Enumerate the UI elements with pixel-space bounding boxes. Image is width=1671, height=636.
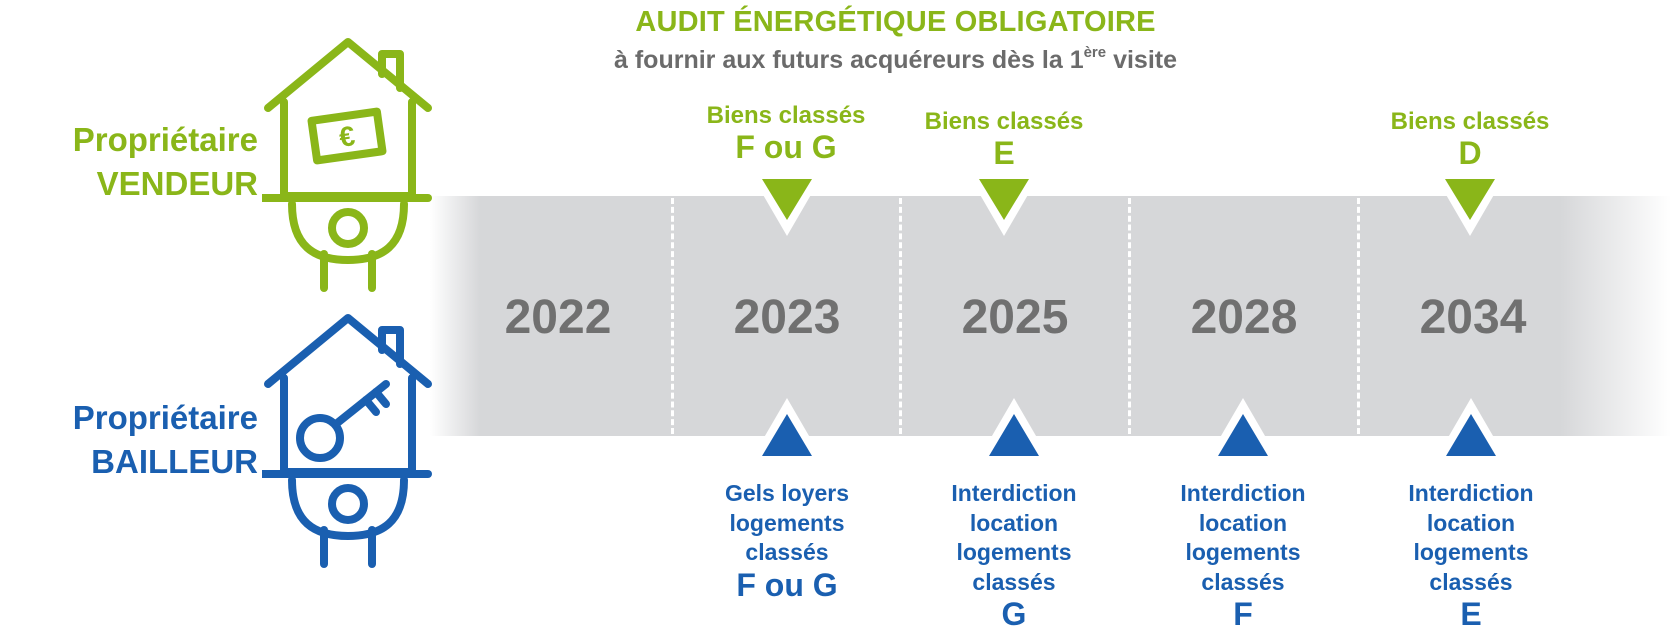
landlord-event-line: location [1198,509,1288,536]
role-landlord-line2: BAILLEUR [91,443,258,480]
role-seller-line1: Propriétaire [72,121,258,158]
landlord-event-classes: G [1001,596,1027,632]
landlord-event-line: Gels loyers [724,480,850,506]
seller-event-classes: F ou G [735,129,837,165]
seller-event-2034: Biens classés D [1350,108,1590,170]
subtitle-main: à fournir aux futurs acquéreurs dès la 1 [614,46,1084,74]
landlord-event-classes: F [1233,596,1253,632]
landlord-event-2023: Gels loyers logements classés F ou G [677,479,897,602]
up-triangle-icon [1207,398,1279,460]
landlord-event-line: logements [956,539,1072,565]
year-2025: 2025 [961,291,1069,344]
landlord-event-2028: Interdiction location logements classés … [1133,479,1353,631]
down-triangle-icon [1434,174,1506,236]
year-2023: 2023 [733,291,841,344]
landlord-event-line: logements [729,509,845,536]
up-triangle-icon [1435,398,1507,460]
landlord-event-line: Interdiction [1408,480,1534,506]
timeline-divider [899,198,902,434]
timeline-divider [1357,198,1360,434]
header-subtitle: à fournir aux futurs acquéreurs dès la 1… [0,44,1671,75]
landlord-event-classes: F ou G [736,566,838,603]
landlord-event-line: classés [1429,568,1513,595]
header-title: AUDIT ÉNERGÉTIQUE OBLIGATOIRE [635,6,1156,38]
landlord-event-line: location [1426,509,1516,536]
role-seller-label: Propriétaire VENDEUR [0,118,258,206]
up-triangle-icon [978,398,1050,460]
timeline-divider [671,198,674,434]
timeline-band [430,196,1671,436]
timeline-divider [1128,198,1131,434]
year-2022: 2022 [504,291,612,344]
up-triangle-icon [751,398,823,460]
landlord-event-classes: E [1460,596,1482,632]
landlord-event-2025: Interdiction location logements classés … [904,479,1124,631]
svg-text:€: € [337,120,357,153]
seller-event-classes: D [1458,135,1482,171]
landlord-event-line: logements [1413,539,1529,565]
landlord-event-line: logements [1185,539,1301,565]
seller-event-text: Biens classés [706,102,866,129]
landlord-event-line: classés [1201,568,1285,595]
role-landlord-label: Propriétaire BAILLEUR [0,396,258,484]
seller-event-text: Biens classés [1390,108,1550,135]
landlord-event-line: classés [972,568,1056,595]
seller-event-classes: E [993,135,1015,171]
landlord-event-line: location [969,509,1059,536]
landlord-event-line: Interdiction [1180,480,1306,506]
seller-event-text: Biens classés [924,108,1084,135]
landlord-event-2034: Interdiction location logements classés … [1361,479,1581,631]
subtitle-superscript: ère [1083,44,1107,61]
subtitle-end: visite [1106,46,1177,74]
seller-event-2025: Biens classés E [884,108,1124,170]
landlord-event-line: Interdiction [951,480,1077,506]
house-with-key-icon [262,314,432,568]
down-triangle-icon [968,174,1040,236]
role-seller-line2: VENDEUR [96,165,258,202]
role-landlord-line1: Propriétaire [72,399,258,436]
year-2028: 2028 [1190,291,1298,344]
down-triangle-icon [751,174,823,236]
landlord-event-line: classés [745,539,829,565]
seller-event-2023: Biens classés F ou G [666,102,906,164]
year-2034: 2034 [1419,291,1527,344]
house-with-euro-banknote-icon: € [262,38,432,292]
